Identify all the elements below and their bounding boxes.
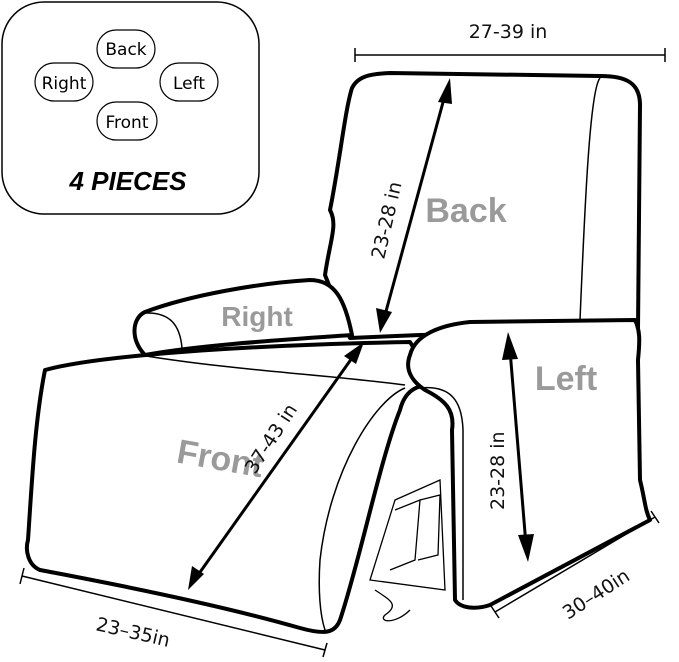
back-piece (323, 71, 642, 340)
pieces-count: 4 PIECES (68, 166, 187, 196)
back-height-arrow (376, 78, 452, 333)
front-piece (24, 340, 442, 634)
left-height-arrow (502, 332, 534, 562)
legend-front: Front (106, 113, 149, 133)
legend-pill-back (96, 29, 156, 69)
legend-pill-left (159, 62, 219, 102)
side-depth-label: 30–40in (559, 565, 634, 624)
top-width-dimension: 27-39 in (354, 21, 666, 62)
left-label: Left (535, 360, 597, 398)
back-label: Back (425, 192, 506, 230)
recliner-mechanism (369, 479, 446, 622)
front-length-arrow (188, 342, 364, 590)
legend-pill-right (34, 62, 94, 102)
legend-pill-front (96, 101, 158, 141)
right-arm-piece (132, 278, 354, 357)
right-label: Right (221, 301, 293, 332)
legend-back: Back (105, 40, 146, 60)
legend-box: Back Right Left Front 4 PIECES (1, 1, 260, 215)
legend-right: Right (42, 74, 87, 94)
front-width-dimension (19, 567, 328, 658)
left-height-label: 23-28 in (487, 431, 509, 510)
legend-left: Left (173, 74, 205, 94)
top-width-label: 27-39 in (469, 21, 548, 43)
side-depth-dimension (490, 510, 660, 619)
front-width-label: 23–35in (94, 613, 172, 651)
